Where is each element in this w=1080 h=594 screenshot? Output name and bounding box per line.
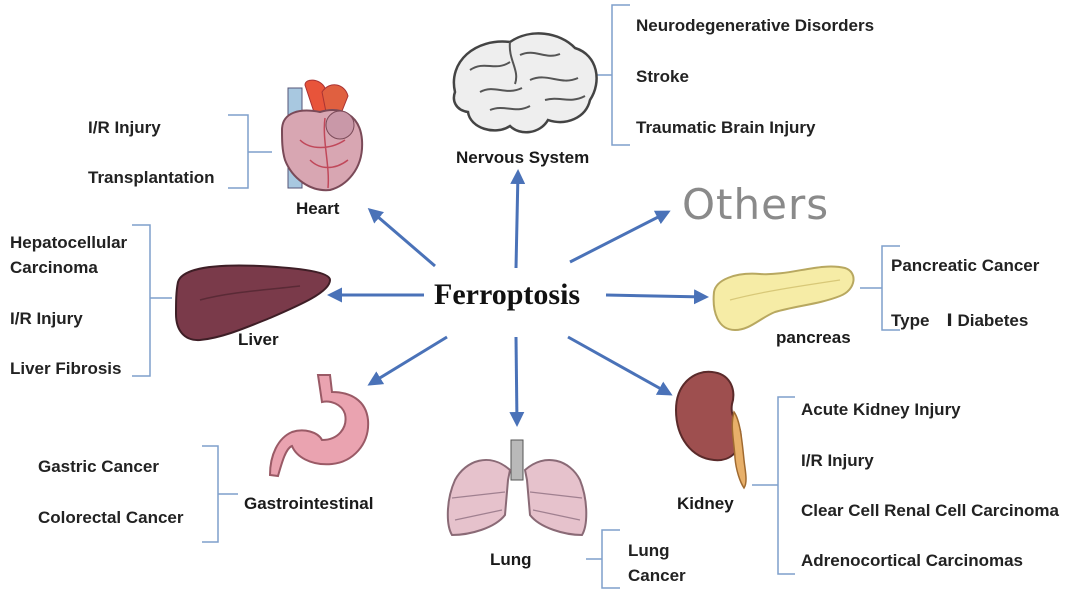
organ-label-pancreas: pancreas [776, 328, 851, 347]
arrow-to-heart [367, 208, 436, 268]
arrow-to-others [569, 210, 671, 264]
disease-kidney-4: Adrenocortical Carcinomas [801, 551, 1024, 570]
disease-kidney-1: Acute Kidney Injury [801, 400, 961, 419]
disease-liver-2: I/R Injury [10, 309, 83, 328]
liver-illustration [174, 264, 332, 342]
bracket-lung [586, 529, 620, 589]
organ-label-lung: Lung [490, 550, 532, 569]
lung-illustration [446, 439, 588, 537]
arrow-to-kidney [567, 335, 673, 396]
arrow-to-nervous [510, 169, 526, 269]
bracket-heart [228, 114, 272, 189]
disease-lung-1a: Lung [628, 541, 670, 560]
others-label: Others [682, 180, 830, 229]
bracket-gastro [202, 445, 238, 543]
disease-pancreas-1: Pancreatic Cancer [891, 256, 1040, 275]
organ-label-gastro: Gastrointestinal [244, 494, 374, 513]
organ-label-liver: Liver [238, 330, 279, 349]
disease-gastro-2: Colorectal Cancer [38, 508, 184, 527]
disease-nervous-2: Stroke [636, 67, 689, 86]
heart-illustration [280, 79, 364, 192]
bracket-kidney [752, 396, 795, 575]
brain-illustration [452, 32, 598, 134]
disease-pancreas-2: Type Ⅰ Diabetes [891, 311, 1029, 330]
organ-label-kidney: Kidney [677, 494, 734, 513]
bracket-pancreas [860, 245, 900, 331]
disease-liver-1b: Carcinoma [10, 258, 98, 277]
disease-lung-1b: Cancer [628, 566, 686, 585]
arrow-to-lung [509, 336, 525, 427]
organ-label-nervous: Nervous System [456, 148, 590, 167]
arrow-to-gastro [367, 335, 448, 386]
disease-nervous-1: Neurodegenerative Disorders [636, 16, 875, 35]
pancreas-illustration [712, 265, 855, 332]
disease-liver-1a: Hepatocellular [10, 233, 128, 252]
bracket-liver [132, 224, 172, 377]
stomach-illustration [268, 374, 370, 478]
disease-gastro-1: Gastric Cancer [38, 457, 159, 476]
kidney-illustration [674, 370, 747, 490]
center-label: Ferroptosis [434, 278, 581, 311]
organ-label-heart: Heart [296, 199, 340, 218]
disease-kidney-3: Clear Cell Renal Cell Carcinoma [801, 501, 1059, 520]
disease-heart-2: Transplantation [88, 168, 215, 187]
disease-heart-1: I/R Injury [88, 118, 161, 137]
disease-kidney-2: I/R Injury [801, 451, 874, 470]
arrows [327, 169, 709, 427]
brackets [132, 4, 900, 589]
arrow-to-pancreas [605, 289, 709, 305]
disease-liver-3: Liver Fibrosis [10, 359, 122, 378]
disease-nervous-3: Traumatic Brain Injury [636, 118, 816, 137]
